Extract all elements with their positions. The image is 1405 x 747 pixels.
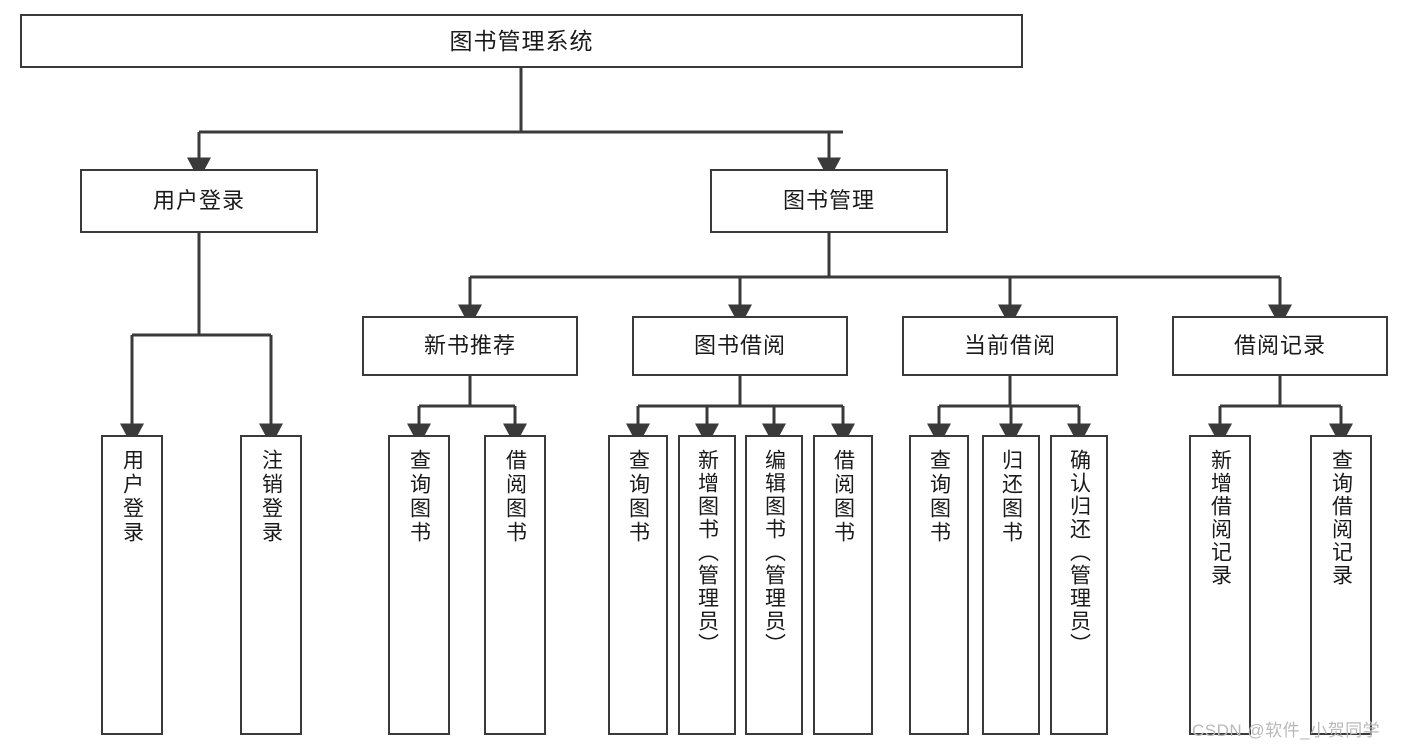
node-current-borrow[interactable]: 当前借阅 bbox=[902, 316, 1118, 376]
node-user-login-label: 用户登录 bbox=[152, 188, 245, 214]
node-borrow-records-label: 借阅记录 bbox=[1233, 333, 1326, 359]
node-leaf-borrow-books-recommend[interactable]: 借阅图书 bbox=[484, 435, 546, 735]
node-leaf-query-books-borrow[interactable]: 查询图书 bbox=[608, 435, 668, 735]
node-leaf-user-login[interactable]: 用户登录 bbox=[101, 435, 163, 735]
node-book-borrow[interactable]: 图书借阅 bbox=[632, 316, 848, 376]
node-leaf-query-borrow-record-label: 查询借阅记录 bbox=[1329, 449, 1353, 587]
node-book-management-label: 图书管理 bbox=[782, 188, 875, 214]
node-new-book-recommend-label: 新书推荐 bbox=[423, 333, 516, 359]
node-leaf-query-books-recommend[interactable]: 查询图书 bbox=[388, 435, 450, 735]
node-book-borrow-label: 图书借阅 bbox=[693, 333, 786, 359]
node-root-label: 图书管理系统 bbox=[449, 27, 594, 54]
node-leaf-confirm-return-admin-label: 确认归还（管理员） bbox=[1067, 449, 1091, 656]
node-leaf-query-books-borrow-label: 查询图书 bbox=[626, 449, 650, 545]
node-leaf-logout-label: 注销登录 bbox=[259, 449, 283, 545]
node-leaf-user-login-label: 用户登录 bbox=[120, 449, 144, 545]
node-leaf-borrow-books[interactable]: 借阅图书 bbox=[813, 435, 873, 735]
node-new-book-recommend[interactable]: 新书推荐 bbox=[362, 316, 578, 376]
node-root[interactable]: 图书管理系统 bbox=[20, 14, 1023, 68]
node-leaf-borrow-books-label: 借阅图书 bbox=[831, 449, 855, 545]
node-book-management[interactable]: 图书管理 bbox=[710, 169, 948, 233]
node-leaf-return-books-label: 归还图书 bbox=[999, 449, 1023, 545]
node-leaf-add-borrow-record-label: 新增借阅记录 bbox=[1208, 449, 1232, 587]
node-leaf-query-borrow-record[interactable]: 查询借阅记录 bbox=[1310, 435, 1372, 735]
node-leaf-query-books-recommend-label: 查询图书 bbox=[407, 449, 431, 545]
node-user-login[interactable]: 用户登录 bbox=[80, 169, 318, 233]
node-leaf-query-books-current[interactable]: 查询图书 bbox=[909, 435, 969, 735]
node-current-borrow-label: 当前借阅 bbox=[963, 333, 1056, 359]
node-leaf-borrow-books-recommend-label: 借阅图书 bbox=[503, 449, 527, 545]
node-leaf-logout[interactable]: 注销登录 bbox=[240, 435, 302, 735]
node-leaf-add-book-admin[interactable]: 新增图书（管理员） bbox=[678, 435, 736, 735]
node-leaf-confirm-return-admin[interactable]: 确认归还（管理员） bbox=[1050, 435, 1108, 735]
node-leaf-add-borrow-record[interactable]: 新增借阅记录 bbox=[1189, 435, 1251, 735]
node-leaf-edit-book-admin-label: 编辑图书（管理员） bbox=[762, 449, 786, 656]
node-leaf-query-books-current-label: 查询图书 bbox=[927, 449, 951, 545]
node-borrow-records[interactable]: 借阅记录 bbox=[1172, 316, 1388, 376]
node-leaf-edit-book-admin[interactable]: 编辑图书（管理员） bbox=[745, 435, 803, 735]
node-leaf-return-books[interactable]: 归还图书 bbox=[982, 435, 1040, 735]
node-leaf-add-book-admin-label: 新增图书（管理员） bbox=[695, 449, 719, 656]
csdn-watermark: CSDN @软件_小贺同学 bbox=[1192, 721, 1381, 740]
